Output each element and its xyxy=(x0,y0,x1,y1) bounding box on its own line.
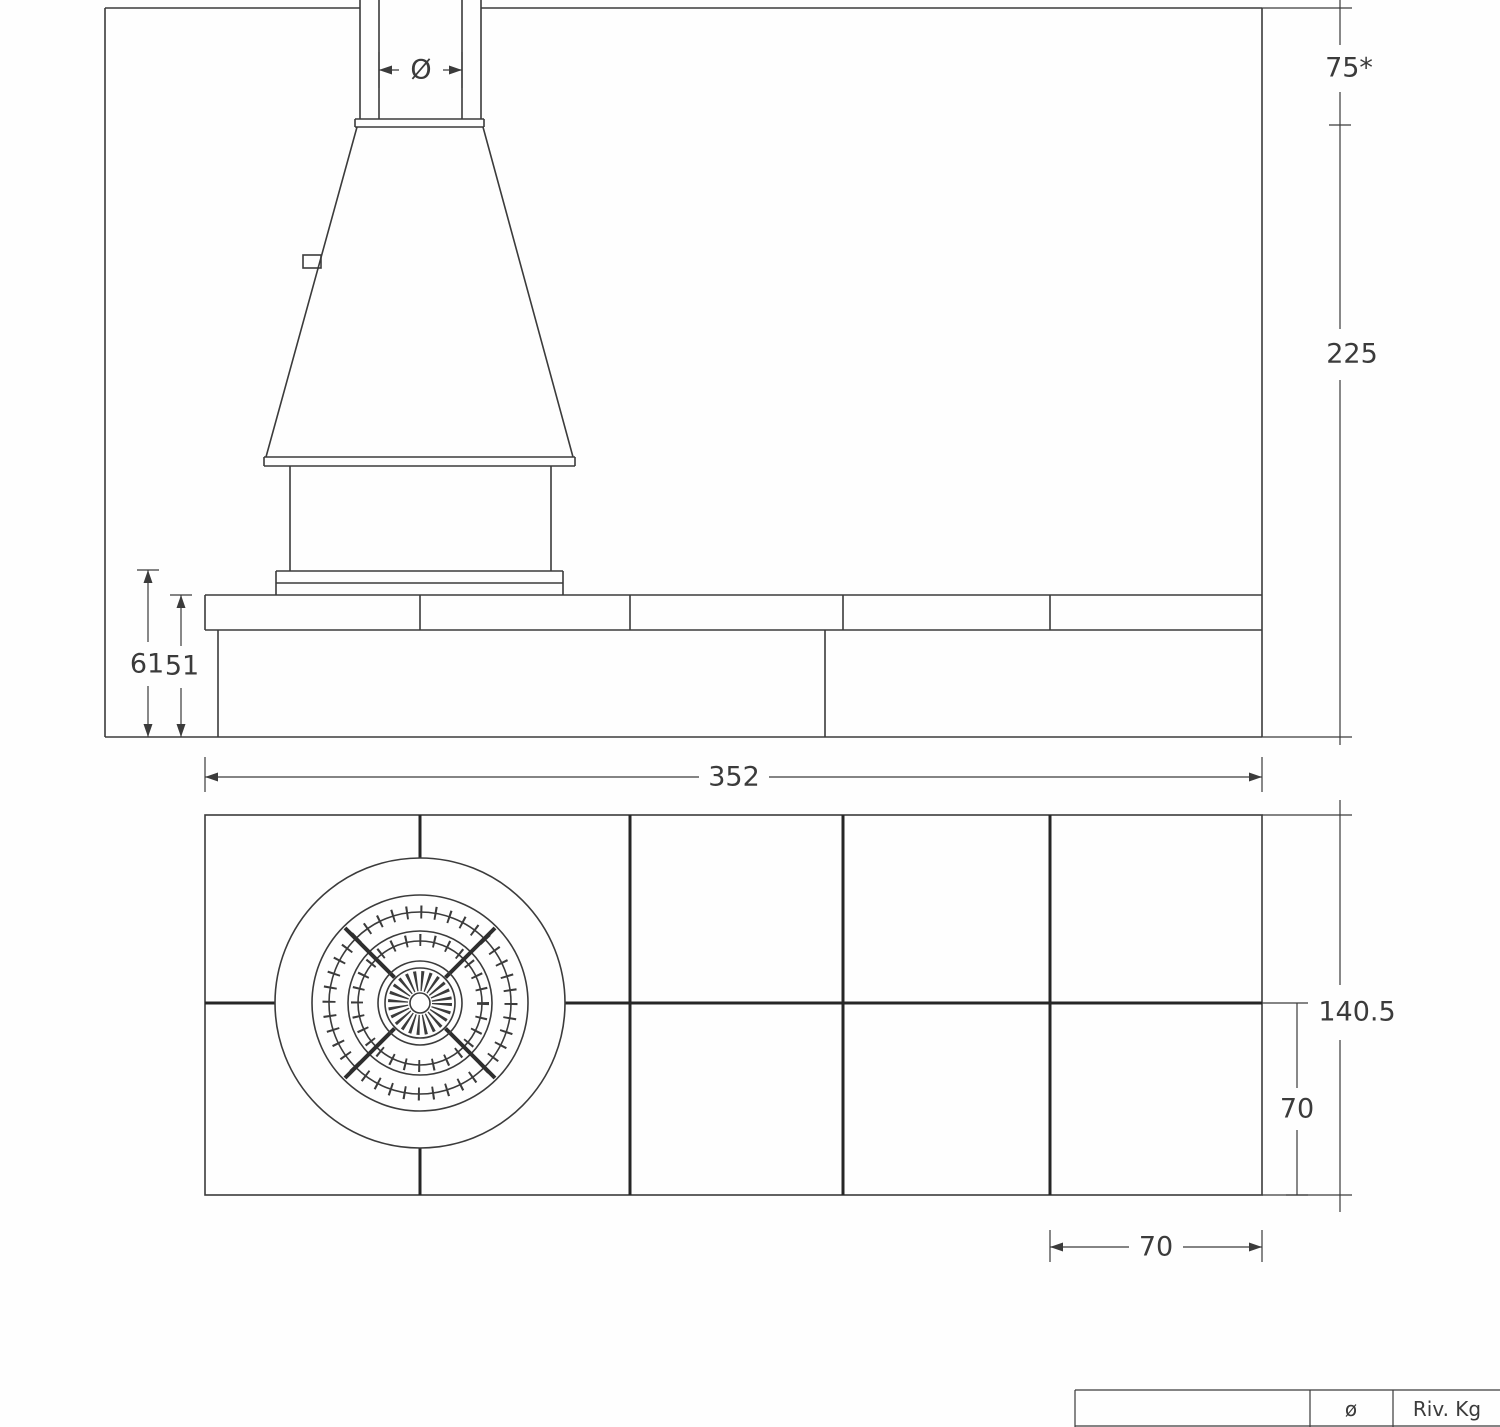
tile-width-dimension: 70 xyxy=(1049,1230,1263,1263)
tile-depth-label: 70 xyxy=(1280,1094,1314,1125)
burner-tick-ring-inner xyxy=(351,934,489,1072)
pot-support-cross xyxy=(343,926,497,1080)
right-height-dimension: 75* 225 xyxy=(1262,0,1378,745)
flue-height-label: 75* xyxy=(1325,53,1373,84)
hood-handle xyxy=(302,254,322,269)
tile-width-label: 70 xyxy=(1139,1232,1173,1263)
elevation-view: Ø 61 51 75* 225 xyxy=(104,0,1378,793)
firebox xyxy=(275,466,564,595)
tile-joints xyxy=(205,815,1262,1195)
flue-diameter-dimension: Ø xyxy=(378,52,463,88)
burner-cap-fluting xyxy=(388,971,452,1035)
hood-cone xyxy=(263,126,576,467)
hearth-height-label: 61 xyxy=(130,649,164,680)
plan-view: 140.5 70 70 xyxy=(204,800,1396,1263)
plan-outline xyxy=(204,814,1263,1196)
title-block-table xyxy=(1074,1389,1500,1427)
burner-cap-center xyxy=(409,992,431,1014)
grill-assembly xyxy=(274,857,566,1149)
width-dimension: 352 xyxy=(204,757,1263,793)
bench-top xyxy=(204,594,1262,631)
depth-dimension: 140.5 xyxy=(1262,800,1396,1212)
burner-tick-ring-outer xyxy=(322,905,518,1101)
total-height-label: 225 xyxy=(1326,339,1378,370)
total-depth-label: 140.5 xyxy=(1318,997,1395,1028)
bench-height-label: 51 xyxy=(165,651,199,682)
diameter-column-header: ø xyxy=(1345,1397,1357,1421)
wall-outline xyxy=(104,7,1263,738)
left-height-dimensions: 61 51 xyxy=(130,569,199,737)
grill-plate-edge xyxy=(274,857,566,1149)
title-block: ø Riv. Kg xyxy=(1074,1389,1500,1427)
weight-column-header: Riv. Kg xyxy=(1413,1397,1481,1421)
base-plinth xyxy=(217,630,826,737)
flue-diameter-label: Ø xyxy=(410,55,431,86)
tile-depth-dimension: 70 xyxy=(1262,1002,1314,1196)
total-width-label: 352 xyxy=(708,762,760,793)
